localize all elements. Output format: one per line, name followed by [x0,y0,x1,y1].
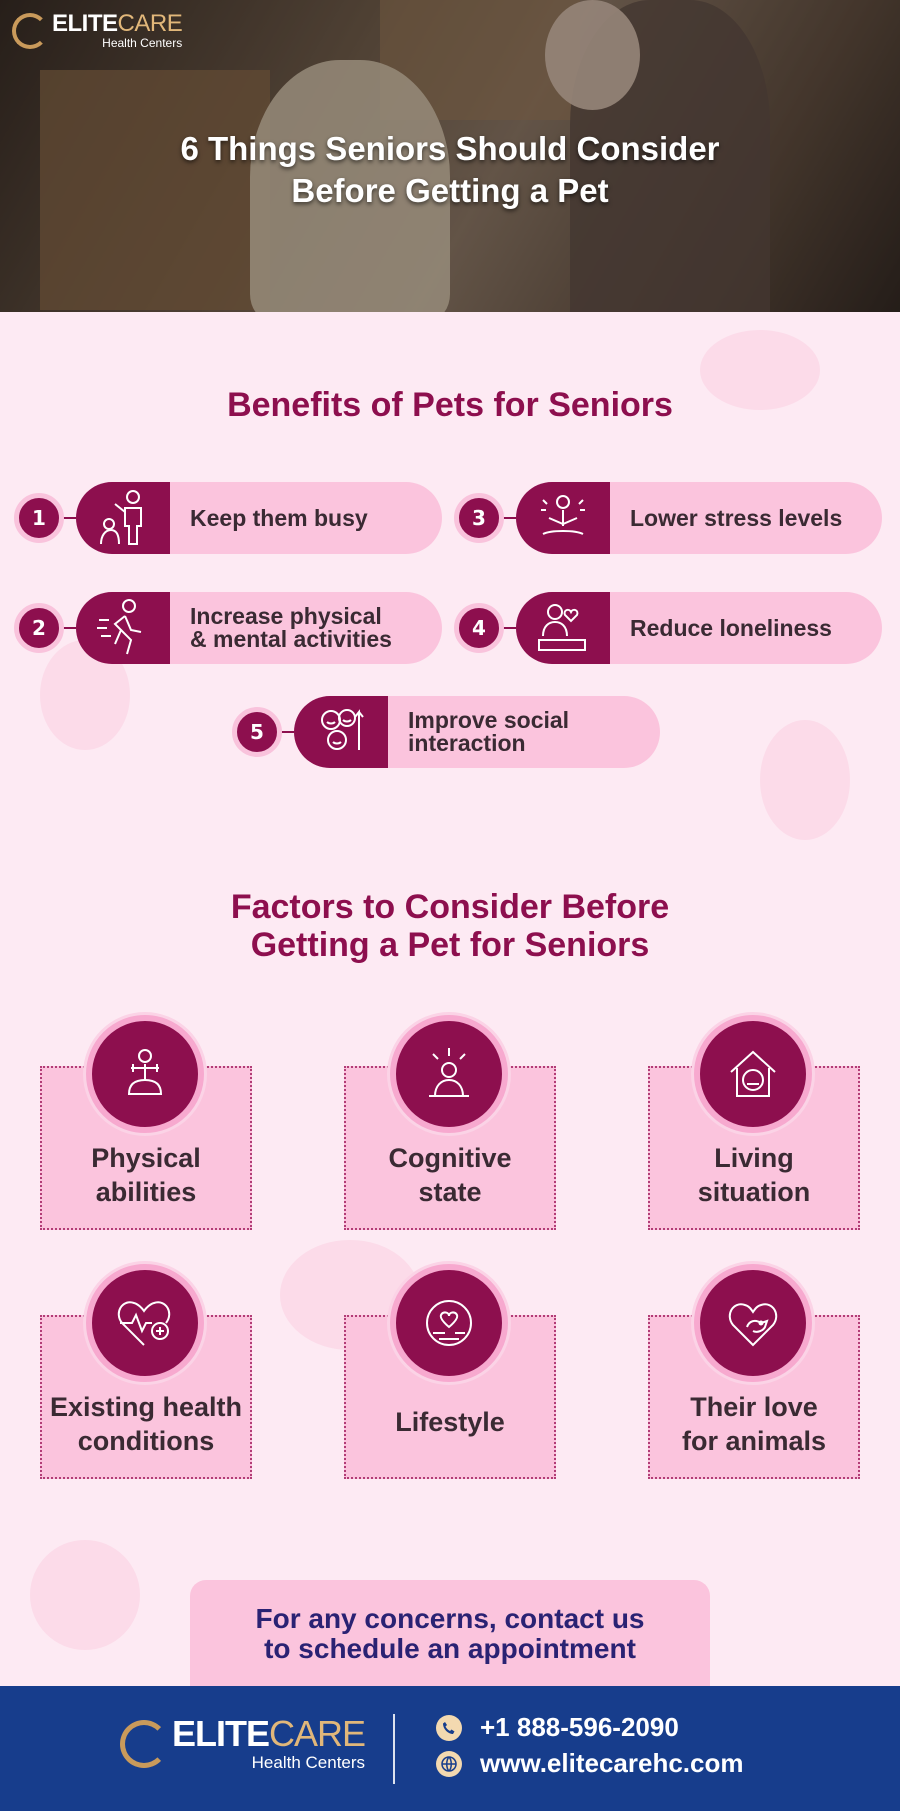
benefit-label: Improve social interaction [408,707,570,756]
hero-banner: ELITECARE Health Centers 6 Things Senior… [0,0,900,312]
brand-logo[interactable]: ELITECARE Health Centers [12,10,183,50]
factor-label: Living situation [697,1143,811,1207]
connector-line [500,627,518,629]
footer: ELITECARE Health Centers +1 888-596-2090… [0,1686,900,1811]
heart-dog-icon [694,1264,812,1382]
benefit-item: 4 Reduce loneliness [454,592,882,664]
benefit-item: 3 Lower stress levels [454,482,882,554]
social-faces-icon [294,696,388,768]
website-link: www.elitecarehc.com [480,1748,744,1778]
factor-card [648,1066,860,1230]
benefit-item: 1 Keep them busy [14,482,442,554]
factor-label: Physical abilities [91,1143,201,1207]
benefit-label: Lower stress levels [630,504,843,531]
benefits-title: Benefits of Pets for Seniors [227,386,673,424]
logo-tagline: Health Centers [102,36,183,50]
paw-decoration [760,720,850,840]
benefit-label: Increase physical & mental activities [190,603,392,652]
connector-line [60,627,78,629]
heartbeat-plus-icon [86,1264,204,1382]
connector-line [60,517,78,519]
benefit-label: Keep them busy [190,504,368,531]
benefit-label: Reduce loneliness [630,614,832,641]
benefit-number: 2 [14,603,64,653]
home-icon [694,1015,812,1133]
cta-banner[interactable]: For any concerns, contact us to schedule… [190,1580,710,1686]
factor-label: Cognitive state [388,1143,512,1207]
phone-contact[interactable]: +1 888-596-2090 [436,1712,679,1743]
logo-name-part1: ELITE [172,1713,270,1754]
paw-decoration [30,1540,140,1650]
thinking-person-icon [390,1015,508,1133]
logo-name-part2: CARE [269,1713,366,1754]
website-contact[interactable]: www.elitecarehc.com [436,1748,743,1779]
person-with-pet-icon [76,482,170,554]
phone-icon [436,1714,462,1741]
phone-number: +1 888-596-2090 [480,1712,679,1742]
benefit-number: 1 [14,493,64,543]
exercise-icon [86,1015,204,1133]
hero-image-box [40,70,270,310]
footer-divider [393,1714,395,1784]
hero-image-dog [250,60,450,312]
logo-name-part2: CARE [117,10,183,37]
factor-label: Their love for animals [681,1392,827,1456]
factor-card [344,1066,556,1230]
factor-label: Existing health conditions [49,1392,243,1456]
benefit-item: 5 Improve social interaction [232,696,660,768]
hero-overlay [0,0,900,312]
factor-label: Lifestyle [395,1407,505,1437]
page-title: 6 Things Seniors Should Consider Before … [180,130,720,209]
hero-image-face [545,0,640,110]
lifestyle-icon [390,1264,508,1382]
benefit-item: 2 Increase physical & mental activities [14,592,442,664]
person-with-heart-icon [516,592,610,664]
connector-line [278,731,296,733]
logo-name-part1: ELITE [52,10,118,37]
connector-line [500,517,518,519]
logo-swoosh-icon [12,12,48,49]
running-person-icon [76,592,170,664]
benefit-number: 4 [454,603,504,653]
logo-swoosh-icon [120,1719,168,1768]
meditation-icon [516,482,610,554]
globe-icon [436,1750,462,1777]
paw-decoration [700,330,820,410]
logo-tagline: Health Centers [251,1753,366,1772]
benefit-number: 3 [454,493,504,543]
footer-logo[interactable]: ELITECARE Health Centers [120,1713,366,1772]
factors-title: Factors to Consider Before Getting a Pet… [230,888,670,964]
benefit-number: 5 [232,707,282,757]
